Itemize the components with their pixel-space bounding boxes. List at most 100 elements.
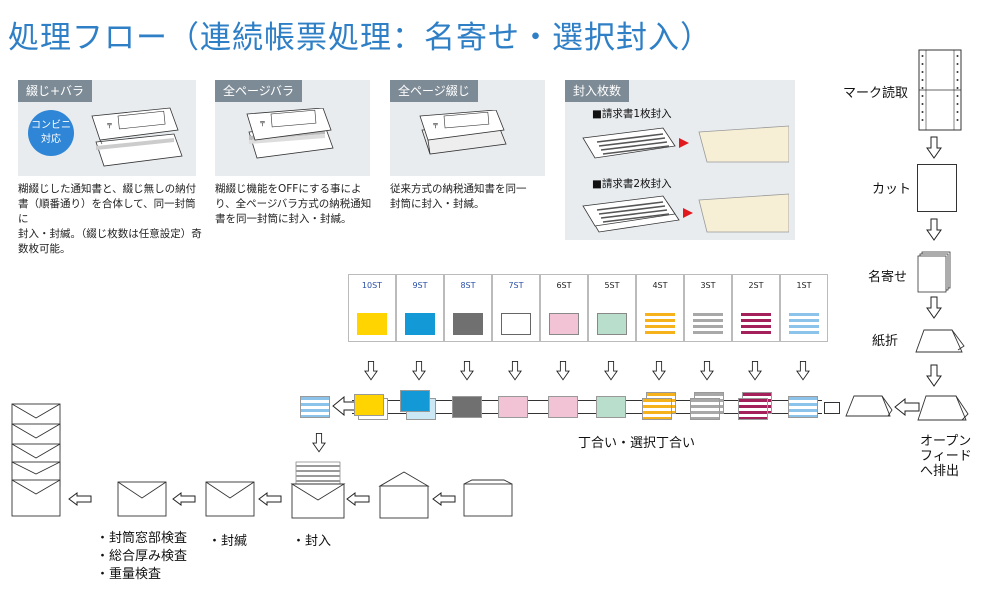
stacked-notices-illustration: 〒 <box>91 107 183 167</box>
desc-line: 封入・封緘。（綴じ枚数は任意設定）奇 <box>18 228 202 240</box>
conveyor-entry-sheet <box>824 402 840 414</box>
down-arrow-icon <box>926 136 942 159</box>
left-arrow-icon <box>68 492 92 506</box>
conveyor-output-sheet <box>300 396 330 418</box>
station-card-3: 3ST <box>684 274 732 342</box>
left-arrow-icon <box>258 492 282 506</box>
station-label: 4ST <box>652 281 668 290</box>
station-label: 1ST <box>796 281 812 290</box>
desc-line: 封筒に封入・封緘。 <box>390 198 485 210</box>
folded-sheet-icon <box>845 395 893 417</box>
envelope-flap-icon <box>378 471 430 519</box>
conveyor-sheet-3 <box>690 398 720 420</box>
conveyor-track <box>352 400 822 414</box>
svg-text:〒: 〒 <box>432 122 439 130</box>
station-swatch <box>549 313 579 335</box>
station-label: 10ST <box>361 281 383 290</box>
desc-line: 数枚可能。 <box>18 243 71 255</box>
desc-line: り、全ページバラ方式の納税通知 <box>215 198 372 210</box>
station-swatch <box>357 313 387 335</box>
station-card-8: 8ST <box>444 274 492 342</box>
inspection-list: ・封筒窓部検査 ・総合厚み検査 ・重量検査 <box>96 530 187 584</box>
down-arrow-icon <box>926 296 942 319</box>
conveyor-sheet-10 <box>354 394 384 416</box>
stacked-sheets-icon <box>917 251 951 293</box>
station-label: 7ST <box>508 281 524 290</box>
loose-stack-illustration: 〒 <box>246 108 334 159</box>
station-swatch <box>597 313 627 335</box>
inspection-item: ・重量検査 <box>96 567 162 582</box>
insert-2-label: ■請求書2枚封入 <box>592 178 672 190</box>
badge-line-2: 対応 <box>41 134 61 145</box>
cut-sheet-icon <box>917 164 957 212</box>
mark-read-label: マーク読取 <box>843 86 909 101</box>
left-arrow-icon <box>172 492 196 506</box>
down-arrow-icon <box>364 360 378 381</box>
left-arrow-icon <box>346 492 370 506</box>
single-invoice-illustration <box>582 125 789 163</box>
station-card-9: 9ST <box>396 274 444 342</box>
down-arrow-icon <box>508 360 522 381</box>
desc-line: 糊綴じ機能をOFFにする事によ <box>215 183 362 195</box>
open-feed-line: オープン <box>920 434 972 449</box>
station-swatch <box>789 313 819 335</box>
station-swatch <box>693 313 723 335</box>
cut-label: カット <box>872 182 912 197</box>
open-feed-sheet-icon <box>917 395 969 421</box>
conveyor-sheet-6 <box>498 396 528 418</box>
down-arrow-icon <box>748 360 762 381</box>
station-label: 9ST <box>412 281 428 290</box>
conveyor-sheet-8 <box>452 396 482 418</box>
insert-label: ・封入 <box>292 534 332 549</box>
left-arrow-icon <box>432 492 456 506</box>
down-arrow-icon <box>796 360 810 381</box>
station-card-1: 1ST <box>780 274 828 342</box>
page-title: 処理フロー（連続帳票処理：名寄せ・選択封入） <box>8 20 712 56</box>
panel-tag: 全ページ綴じ <box>390 80 478 102</box>
panel-all-tsuzuji: 全ページ綴じ 〒 <box>390 80 545 176</box>
station-swatch <box>645 313 675 335</box>
inspection-item: ・総合厚み検査 <box>96 549 188 564</box>
down-arrow-icon <box>460 360 474 381</box>
station-card-2: 2ST <box>732 274 780 342</box>
conveyor-sheet-9 <box>400 390 430 412</box>
station-swatch <box>453 313 483 335</box>
envelope-insert-icon <box>290 461 346 519</box>
down-arrow-icon <box>412 360 426 381</box>
station-label: 2ST <box>748 281 764 290</box>
panel-3-description: 従来方式の納税通知書を同一 封筒に封入・封緘。 <box>390 182 550 212</box>
panel-tag: 綴じ+バラ <box>18 80 93 102</box>
insert-1-label: ■請求書1枚封入 <box>592 108 672 120</box>
station-swatch <box>741 313 771 335</box>
down-arrow-icon <box>926 218 942 241</box>
panel-all-bara: 全ページバラ 〒 <box>215 80 370 176</box>
fold-label: 紙折 <box>872 334 899 349</box>
folded-sheet-icon <box>915 329 965 353</box>
open-feed-line: へ排出 <box>920 464 960 479</box>
conveyor-sheet-5 <box>596 396 626 418</box>
station-label: 3ST <box>700 281 716 290</box>
envelope-sealed-icon <box>117 481 167 517</box>
down-arrow-icon <box>926 364 942 387</box>
collation-label: 丁合い・選択丁合い <box>578 436 696 451</box>
envelope-open-icon <box>463 479 513 517</box>
station-card-4: 4ST <box>636 274 684 342</box>
open-feed-line: フィード <box>920 449 972 464</box>
envelope-sealed-icon <box>205 481 255 517</box>
desc-line: 従来方式の納税通知書を同一 <box>390 183 527 195</box>
desc-line: 書（順番通り）を合体して、同一封筒に <box>18 198 196 225</box>
station-label: 8ST <box>460 281 476 290</box>
down-arrow-icon <box>652 360 666 381</box>
station-swatch <box>405 313 435 335</box>
station-card-6: 6ST <box>540 274 588 342</box>
continuous-form-icon <box>918 49 962 131</box>
conveyor-sheet-4 <box>642 398 672 420</box>
down-arrow-icon <box>556 360 570 381</box>
station-card-10: 10ST <box>348 274 396 342</box>
down-arrow-icon <box>604 360 618 381</box>
panel-1-description: 糊綴じした通知書と、綴じ無しの納付 書（順番通り）を合体して、同一封筒に 封入・… <box>18 182 204 257</box>
open-feed-label: オープン フィード へ排出 <box>920 434 972 479</box>
stacked-envelopes-icon <box>11 403 61 517</box>
panel-tag: 封入枚数 <box>565 80 630 102</box>
desc-line: 書を同一封筒に封入・封緘。 <box>215 213 352 225</box>
